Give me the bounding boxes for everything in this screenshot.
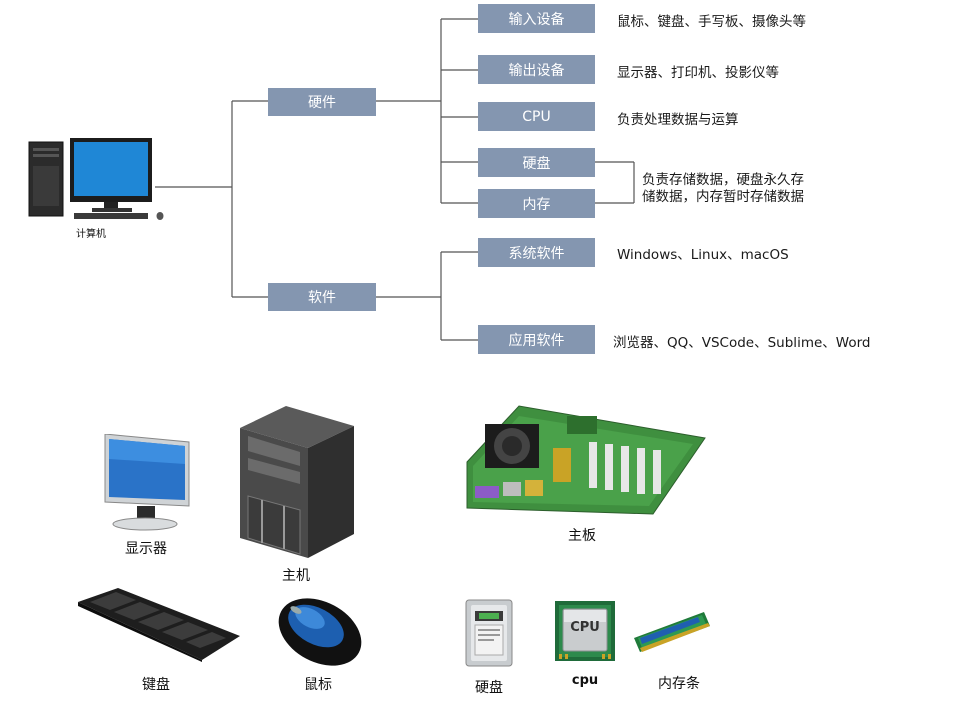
- storage-desc-line2: 储数据，内存暂时存储数据: [642, 189, 804, 205]
- output-device-box: 输出设备: [478, 55, 595, 84]
- monitor-caption: 显示器: [125, 541, 167, 557]
- mouse-icon: [272, 596, 368, 668]
- cpu-chip-icon: CPU: [554, 600, 616, 662]
- ram-stick-icon: [632, 610, 712, 654]
- ram-caption: 内存条: [658, 676, 700, 692]
- system-software-desc: Windows、Linux、macOS: [617, 247, 789, 263]
- input-device-box: 输入设备: [478, 4, 595, 33]
- software-box: 软件: [268, 283, 376, 311]
- pc-tower-icon: [238, 406, 356, 560]
- input-device-desc: 鼠标、键盘、手写板、摄像头等: [617, 14, 806, 30]
- tower-caption: 主机: [282, 568, 310, 584]
- hdd-caption: 硬盘: [475, 680, 503, 696]
- hdd-box: 硬盘: [478, 148, 595, 177]
- system-software-box: 系统软件: [478, 238, 595, 267]
- motherboard-icon: [463, 404, 709, 516]
- computer-icon: [28, 136, 168, 226]
- storage-desc-line1: 负责存储数据，硬盘永久存: [642, 172, 804, 188]
- cpu-desc: 负责处理数据与运算: [617, 112, 739, 128]
- monitor-icon: [103, 433, 191, 532]
- output-device-desc: 显示器、打印机、投影仪等: [617, 65, 779, 81]
- keyboard-icon: [76, 588, 242, 662]
- memory-box: 内存: [478, 189, 595, 218]
- cpu-chip-text: CPU: [570, 620, 600, 635]
- application-software-box: 应用软件: [478, 325, 595, 354]
- computer-label: 计算机: [76, 229, 106, 240]
- hard-drive-icon: [465, 599, 513, 667]
- mouse-caption: 鼠标: [304, 677, 332, 693]
- cpu-caption: cpu: [571, 673, 599, 688]
- hardware-box: 硬件: [268, 88, 376, 116]
- cpu-box: CPU: [478, 102, 595, 131]
- application-software-desc: 浏览器、QQ、VSCode、Sublime、Word: [613, 335, 871, 351]
- keyboard-caption: 键盘: [142, 677, 170, 693]
- motherboard-caption: 主板: [568, 528, 596, 544]
